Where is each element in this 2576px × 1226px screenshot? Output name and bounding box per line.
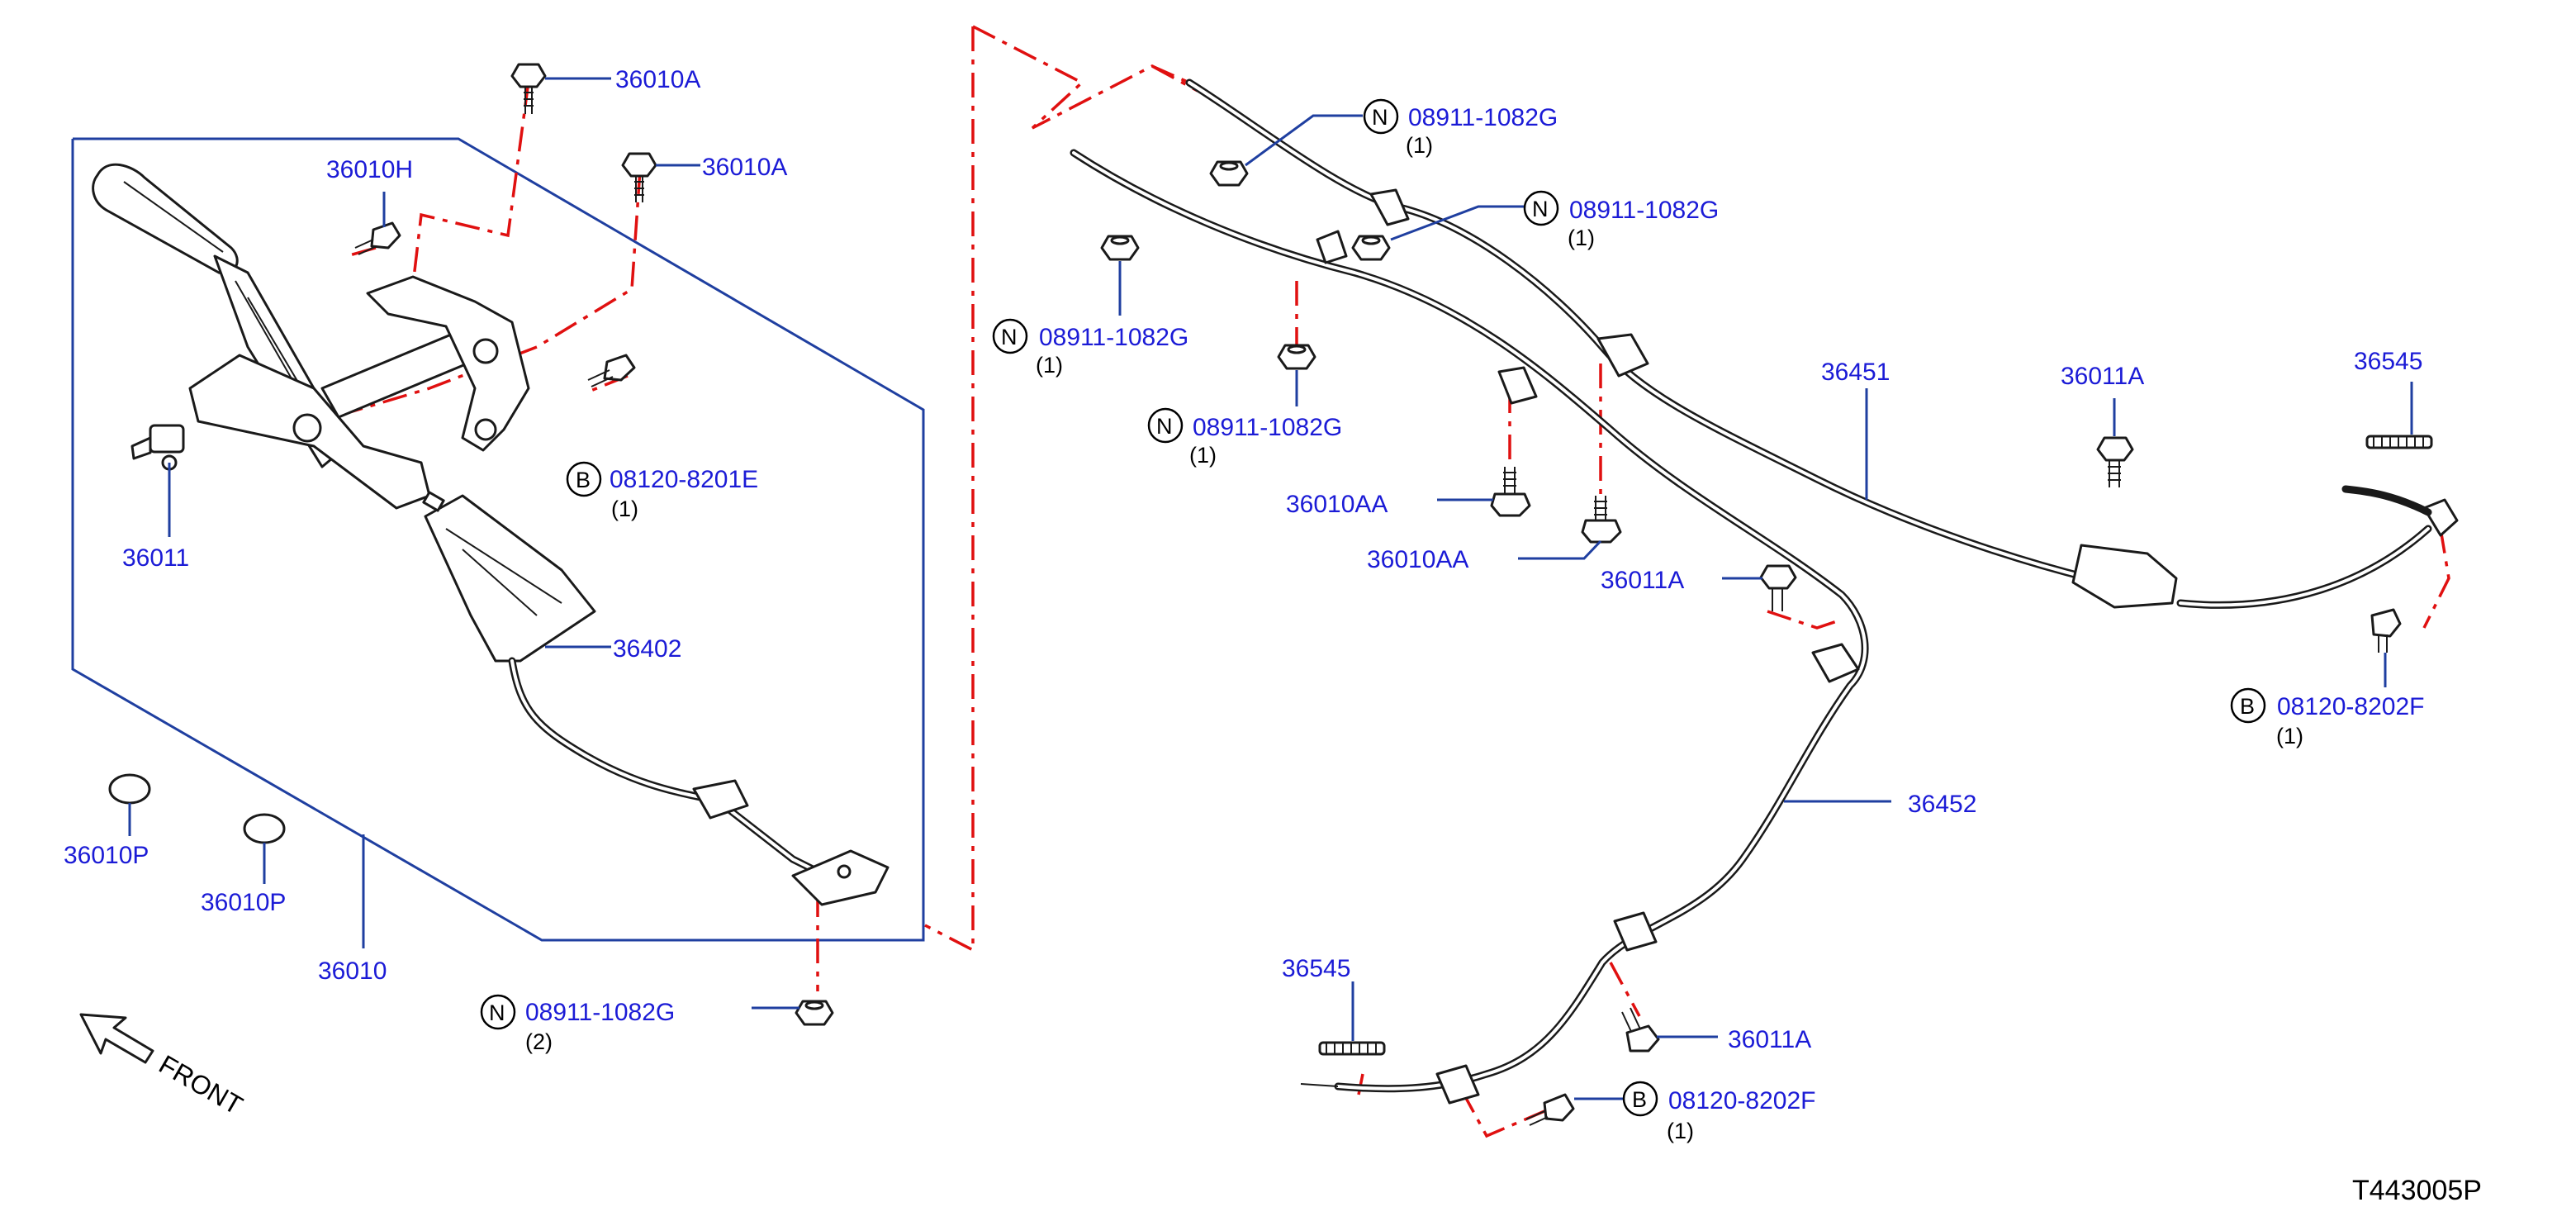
label-36011A-b: 36011A bbox=[2061, 363, 2144, 390]
brake-switch-part bbox=[130, 424, 185, 471]
parking-brake-lever-assembly bbox=[92, 163, 890, 906]
bolt-08120-8201E bbox=[587, 354, 636, 387]
badge-08911-mid2: N 08911-1082G (1) bbox=[1147, 407, 1342, 468]
spring-36545-b bbox=[1318, 1041, 1386, 1056]
label-08120-8202F-a: 08120-8202F bbox=[2277, 693, 2424, 720]
leader-lines bbox=[128, 77, 2413, 1100]
svg-text:N: N bbox=[1156, 414, 1173, 439]
spring-36545-a bbox=[2365, 435, 2433, 449]
nut-08911-mid1 bbox=[1100, 235, 1140, 261]
front-direction-indicator: FRONT bbox=[79, 1013, 248, 1120]
label-36402: 36402 bbox=[613, 635, 681, 663]
bolt-36010A-top bbox=[510, 63, 547, 114]
qty-08911-mid2: (1) bbox=[1189, 443, 1217, 468]
badge-08911-top2: N 08911-1082G (1) bbox=[1523, 190, 1719, 250]
badge-08120-8202F-b: B 08120-8202F (1) bbox=[1622, 1081, 1815, 1143]
svg-text:N: N bbox=[1001, 325, 1018, 349]
label-36011A-c: 36011A bbox=[1728, 1026, 1811, 1053]
rear-cable-36451 bbox=[1185, 78, 2459, 609]
svg-text:B: B bbox=[2240, 694, 2255, 719]
qty-08911-bottom-left: (2) bbox=[525, 1029, 553, 1054]
label-08120-8201E: 08120-8201E bbox=[610, 466, 758, 493]
svg-text:N: N bbox=[489, 1000, 505, 1025]
label-08911-top1: 08911-1082G bbox=[1408, 104, 1558, 131]
label-36545-b: 36545 bbox=[1282, 955, 1350, 982]
plug-36010P-b bbox=[243, 813, 286, 844]
label-36545-a: 36545 bbox=[2354, 348, 2422, 375]
label-08911-bottom-left: 08911-1082G bbox=[525, 999, 675, 1026]
label-36010AA-a: 36010AA bbox=[1286, 491, 1388, 518]
svg-text:B: B bbox=[576, 468, 591, 492]
label-36011A-a: 36011A bbox=[1601, 567, 1684, 594]
label-36451: 36451 bbox=[1821, 359, 1890, 386]
label-08911-top2: 08911-1082G bbox=[1569, 197, 1719, 224]
qty-08120-8202F-b: (1) bbox=[1667, 1119, 1694, 1143]
diagram-reference-code: T443005P bbox=[2352, 1175, 2482, 1206]
bolt-36010A-right bbox=[621, 152, 657, 202]
badge-08911-mid1: N 08911-1082G (1) bbox=[992, 318, 1188, 378]
bolt-36011A-b bbox=[2096, 436, 2134, 487]
badge-08911-bottom-left: N 08911-1082G (2) bbox=[480, 994, 675, 1054]
qty-08120-8201E: (1) bbox=[611, 497, 638, 521]
phantom-lines bbox=[346, 25, 2450, 1138]
nut-08911-top1 bbox=[1209, 160, 1249, 187]
label-08911-mid1: 08911-1082G bbox=[1039, 324, 1188, 351]
label-36010H: 36010H bbox=[326, 156, 413, 183]
svg-text:N: N bbox=[1372, 105, 1388, 130]
qty-08911-mid1: (1) bbox=[1036, 353, 1063, 378]
bolt-08120-8202F-a bbox=[2370, 608, 2402, 653]
label-36010AA-b: 36010AA bbox=[1367, 546, 1468, 573]
badge-08120-8202F-a: B 08120-8202F (1) bbox=[2230, 687, 2424, 748]
equalizer-boot-part bbox=[422, 491, 596, 663]
plug-36010P-a bbox=[108, 773, 151, 805]
bolt-36011A-c bbox=[1621, 1007, 1660, 1053]
front-label: FRONT bbox=[154, 1049, 248, 1120]
badge-08120-8201E: B 08120-8201E (1) bbox=[566, 461, 758, 521]
front-arrow-icon bbox=[79, 1013, 154, 1064]
nut-08911-bottom-left bbox=[795, 1000, 834, 1026]
svg-text:N: N bbox=[1532, 197, 1549, 221]
bolt-36010AA-b bbox=[1581, 496, 1622, 544]
label-08120-8202F-b: 08120-8202F bbox=[1668, 1087, 1815, 1114]
label-36010: 36010 bbox=[318, 958, 387, 985]
bolt-36010AA-a bbox=[1490, 467, 1531, 517]
bolt-36011A-a bbox=[1759, 564, 1797, 611]
label-36010A-right: 36010A bbox=[702, 154, 787, 181]
nut-08911-mid2 bbox=[1277, 344, 1316, 370]
bolt-36010H bbox=[354, 221, 401, 255]
badge-08911-top1: N 08911-1082G (1) bbox=[1363, 98, 1558, 158]
assembly-boundary-outline bbox=[71, 137, 925, 942]
label-36452: 36452 bbox=[1908, 791, 1976, 818]
label-36010P-b: 36010P bbox=[201, 889, 286, 916]
qty-08911-top2: (1) bbox=[1568, 226, 1595, 250]
nut-08911-top2 bbox=[1351, 235, 1391, 261]
label-36010P-a: 36010P bbox=[64, 842, 149, 869]
qty-08120-8202F-a: (1) bbox=[2276, 724, 2303, 748]
rear-cable-36452 bbox=[1070, 149, 1869, 1105]
label-36011: 36011 bbox=[122, 544, 189, 572]
bolt-08120-8202F-b bbox=[1525, 1093, 1575, 1126]
label-08911-mid2: 08911-1082G bbox=[1193, 414, 1342, 441]
label-36010A-top: 36010A bbox=[615, 66, 700, 93]
qty-08911-top1: (1) bbox=[1406, 133, 1433, 158]
svg-text:B: B bbox=[1632, 1087, 1647, 1112]
